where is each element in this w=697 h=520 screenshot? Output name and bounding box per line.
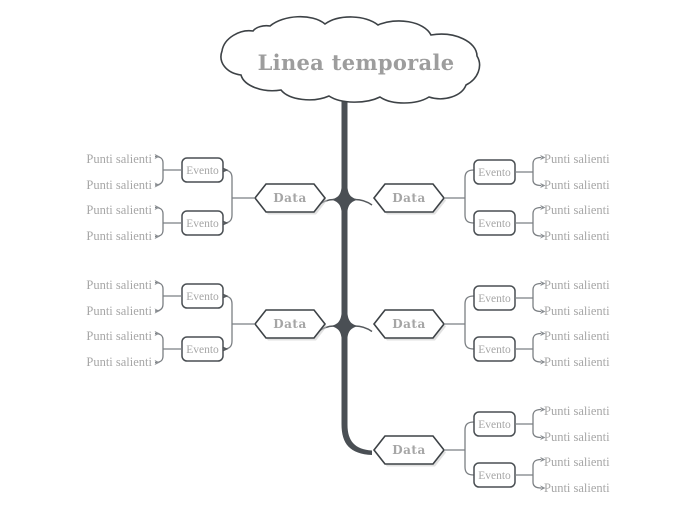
date-label-left-2: Data: [273, 317, 307, 331]
branch-right-3: Data Evento Evento Punti salienti Punti …: [372, 404, 610, 495]
highlight-right-3-1-b: Punti salienti: [544, 430, 610, 444]
highlight-right-2-2-b: Punti salienti: [544, 355, 610, 369]
highlight-right-3-2-b: Punti salienti: [544, 481, 610, 495]
connector-spine-event-right-2-1: [464, 293, 479, 324]
root-title: Linea temporale: [258, 50, 455, 75]
event-node-right-1-2[interactable]: Evento: [473, 210, 516, 236]
highlight-left-2-1-b: Punti salienti: [86, 304, 152, 318]
highlight-right-2-1-a: Punti salienti: [544, 278, 610, 292]
connector-highlight-right-1-2-b: [532, 223, 546, 239]
connector-highlight-right-3-1-b: [532, 424, 546, 441]
date-node-right-1[interactable]: Data: [372, 183, 446, 215]
branch-left-1: Data Evento Evento Pu: [86, 152, 327, 243]
event-label-right-2-1: Evento: [478, 293, 511, 305]
connector-highlight-right-1-1-b: [532, 172, 546, 189]
connector-highlight-right-2-2-a: [532, 330, 546, 349]
connector-highlight-right-2-1-a: [532, 280, 546, 298]
event-label-left-2-2: Evento: [186, 344, 219, 356]
date-hexagon-right-3[interactable]: [372, 435, 446, 465]
date-node-left-2[interactable]: Data: [253, 309, 327, 341]
connector-spine-event-right-3-1: [464, 419, 479, 450]
connector-highlight-right-2-1-b: [532, 298, 546, 315]
highlight-right-1-1-b: Punti salienti: [544, 178, 610, 192]
connector-highlight-left-1-1-a: [154, 153, 164, 170]
date-node-right-3[interactable]: Data: [372, 435, 446, 467]
date-label-right-3: Data: [392, 443, 426, 457]
highlight-right-1-2-b: Punti salienti: [544, 229, 610, 243]
event-label-left-2-1: Evento: [186, 291, 219, 303]
connector-spine-event-right-2-2: [464, 324, 479, 352]
date-node-left-1[interactable]: Data: [253, 183, 327, 215]
connector-highlight-left-1-2-b: [154, 223, 164, 240]
branch-left-2: Data Evento Evento Punti salienti Punti …: [86, 278, 327, 369]
branch-right-2: Data Evento Evento Punti salienti Punti …: [372, 278, 610, 369]
connector-spine-event-right-3-2: [464, 450, 479, 478]
highlight-right-1-1-a: Punti salienti: [544, 152, 610, 166]
date-label-left-1: Data: [273, 191, 307, 205]
branch-right-1: Data Evento Evento Punti salienti Punti …: [372, 152, 610, 243]
event-node-left-1-2[interactable]: Evento: [181, 210, 224, 236]
connector-highlight-right-1-2-a: [532, 204, 546, 223]
highlight-right-3-1-a: Punti salienti: [544, 404, 610, 418]
connector-highlight-left-1-2-a: [154, 204, 164, 223]
connector-highlight-left-2-2-b: [154, 349, 164, 366]
connector-highlight-left-2-1-a: [154, 279, 164, 296]
connector-spine-event-left-2-2: [222, 324, 233, 352]
connector-highlight-right-2-2-b: [532, 349, 546, 365]
highlight-left-1-2-b: Punti salienti: [86, 229, 152, 243]
connector-highlight-right-3-2-a: [532, 456, 546, 475]
date-node-right-2[interactable]: Data: [372, 309, 446, 341]
date-label-right-2: Data: [392, 317, 426, 331]
highlight-left-1-1-b: Punti salienti: [86, 178, 152, 192]
event-node-right-3-2[interactable]: Evento: [473, 462, 516, 488]
event-node-left-1-1[interactable]: Evento: [181, 157, 224, 183]
highlight-right-1-2-a: Punti salienti: [544, 203, 610, 217]
connector-spine-event-left-1-1: [222, 167, 233, 198]
highlight-left-2-1-a: Punti salienti: [86, 278, 152, 292]
event-node-right-2-1[interactable]: Evento: [473, 285, 516, 311]
event-label-left-1-1: Evento: [186, 165, 219, 177]
event-label-right-2-2: Evento: [478, 344, 511, 356]
connector-highlight-left-2-2-a: [154, 330, 164, 349]
connector-highlight-left-1-1-b: [154, 170, 164, 188]
highlight-left-1-1-a: Punti salienti: [86, 152, 152, 166]
connector-spine-event-right-1-2: [464, 198, 479, 226]
highlight-left-2-2-b: Punti salienti: [86, 355, 152, 369]
connector-highlight-right-3-1-a: [532, 406, 546, 424]
connector-spine-event-right-1-1: [464, 167, 479, 198]
event-node-left-2-2[interactable]: Evento: [181, 336, 224, 362]
highlight-right-2-2-a: Punti salienti: [544, 329, 610, 343]
date-hexagon-right-2[interactable]: [372, 309, 446, 339]
event-label-right-3-1: Evento: [478, 419, 511, 431]
event-label-right-1-1: Evento: [478, 167, 511, 179]
connector-spine-event-left-1-2: [222, 198, 233, 226]
highlight-right-3-2-a: Punti salienti: [544, 455, 610, 469]
event-node-left-2-1[interactable]: Evento: [181, 283, 224, 309]
connector-highlight-right-1-1-a: [532, 154, 546, 172]
root-cloud-node[interactable]: Linea temporale: [220, 15, 481, 104]
date-label-right-1: Data: [392, 191, 426, 205]
event-node-right-3-1[interactable]: Evento: [473, 411, 516, 437]
highlight-right-2-1-b: Punti salienti: [544, 304, 610, 318]
event-node-right-1-1[interactable]: Evento: [473, 159, 516, 185]
connector-highlight-left-2-1-b: [154, 296, 164, 314]
central-trunk: [331, 96, 372, 455]
highlight-left-1-2-a: Punti salienti: [86, 203, 152, 217]
date-hexagon-right-1[interactable]: [372, 183, 446, 213]
event-node-right-2-2[interactable]: Evento: [473, 336, 516, 362]
connector-highlight-right-3-2-b: [532, 475, 546, 491]
highlight-left-2-2-a: Punti salienti: [86, 329, 152, 343]
event-label-left-1-2: Evento: [186, 218, 219, 230]
event-label-right-1-2: Evento: [478, 218, 511, 230]
event-label-right-3-2: Evento: [478, 470, 511, 482]
connector-spine-event-left-2-1: [222, 293, 233, 324]
